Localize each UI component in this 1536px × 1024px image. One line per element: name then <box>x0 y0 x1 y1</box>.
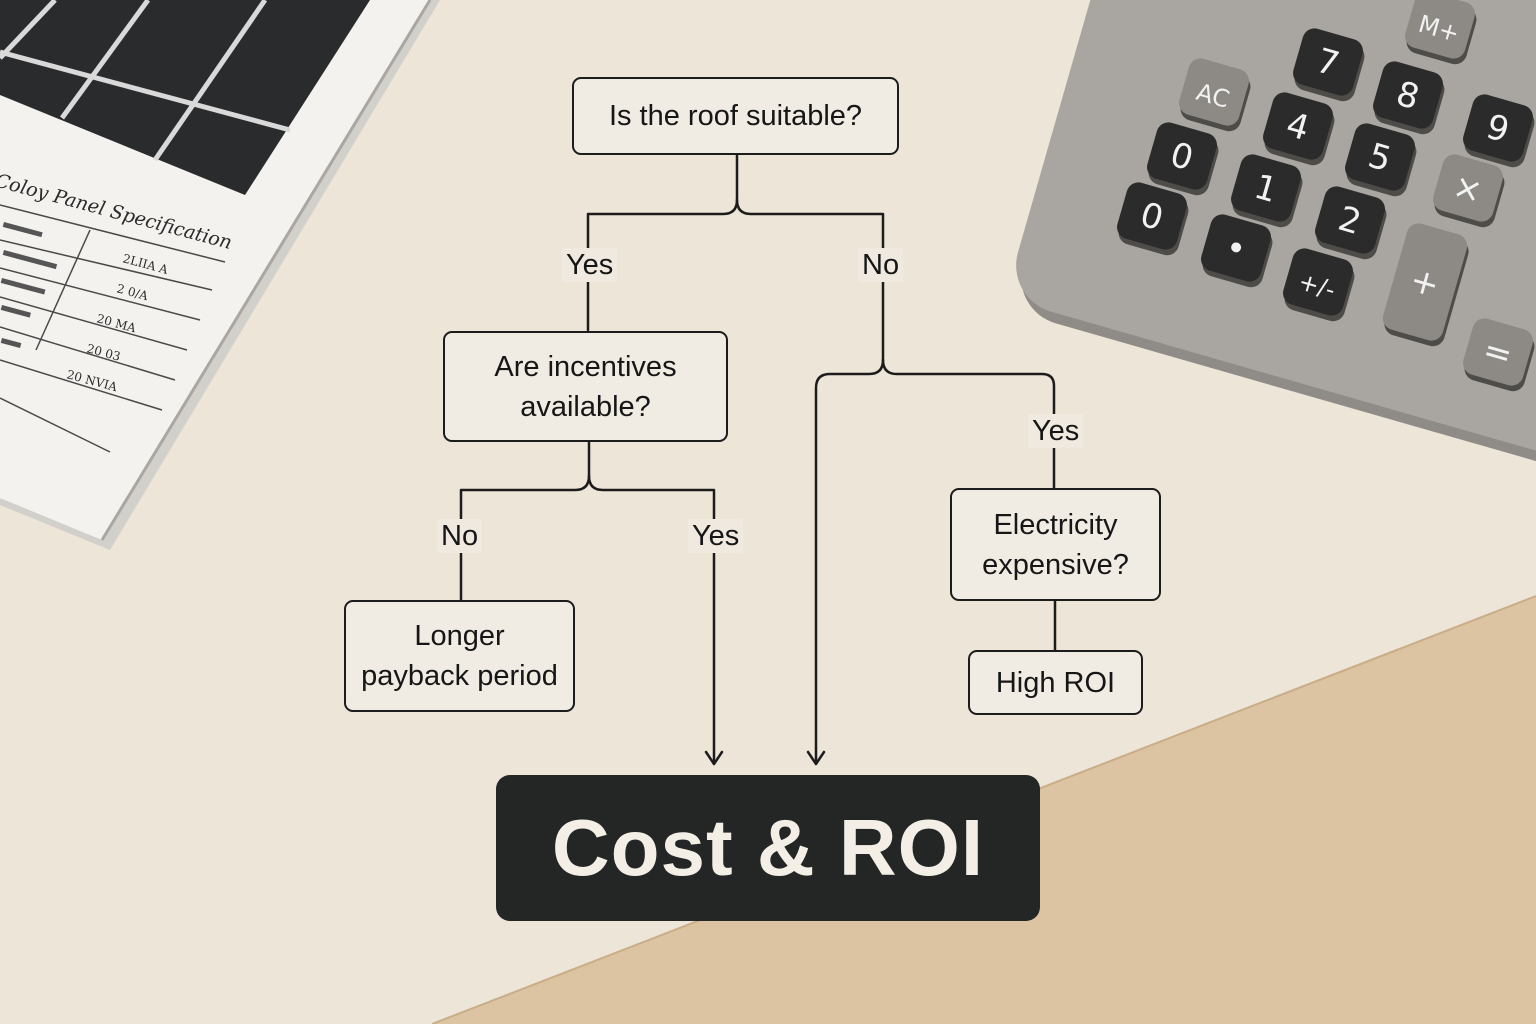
arrowhead <box>704 750 724 766</box>
edge-label-incentives-yes: Yes <box>688 519 744 553</box>
roof-suitable-text: Is the roof suitable? <box>608 100 863 132</box>
connector-no-to-electricity <box>881 358 1056 490</box>
calculator-key: + <box>1382 223 1469 347</box>
incentives-text-line2: available? <box>520 390 651 423</box>
incentives-text-line1: Are incentives <box>494 350 677 383</box>
edge-label-roof-no: No <box>858 248 904 282</box>
high-roi-text: High ROI <box>995 666 1116 699</box>
calculator-key: M+ <box>1405 0 1477 65</box>
calculator-key: 7 <box>1293 28 1365 102</box>
electricity-expensive-node: Electricity expensive? <box>950 488 1161 601</box>
connector-incentives-yes <box>587 474 716 764</box>
electricity-line2: expensive? <box>982 548 1129 581</box>
connector-roof-split <box>586 153 739 332</box>
calculator-key: = <box>1463 318 1535 392</box>
calculator-key: 2 <box>1315 186 1387 260</box>
longer-payback-node: Longer payback period <box>344 600 575 712</box>
calculator-key: 0 <box>1147 122 1219 196</box>
edge-label-electricity-yes: Yes <box>1028 414 1084 448</box>
calculator-key: AC <box>1179 58 1251 132</box>
cost-roi-box: Cost & ROI <box>496 775 1040 921</box>
calculator-key: 0 <box>1117 182 1189 256</box>
longer-payback-line2: payback period <box>361 660 558 692</box>
longer-payback-line1: Longer <box>414 620 505 652</box>
edge-label-roof-yes: Yes <box>562 248 618 282</box>
spec-table <box>0 204 226 453</box>
arrowhead <box>806 750 826 766</box>
high-roi-node: High ROI <box>968 650 1143 715</box>
calculator-key: 9 <box>1463 94 1535 168</box>
calculator-key: × <box>1433 154 1505 228</box>
calculator-key: 4 <box>1263 92 1335 166</box>
edge-label-incentives-no: No <box>437 519 483 553</box>
calculator-key: 1 <box>1231 154 1303 228</box>
connector-roof-no <box>735 198 885 362</box>
roof-suitable-node: Is the roof suitable? <box>572 77 899 155</box>
calculator-key: 8 <box>1373 61 1445 135</box>
flowchart-connectors <box>459 153 1057 766</box>
cost-roi-title: Cost & ROI <box>551 803 985 892</box>
electricity-line1: Electricity <box>993 508 1118 541</box>
solar-panel-spec-sheet: Coloy Panel Specification 2LIIA A 2 0/A … <box>0 0 440 550</box>
calculator-key: 5 <box>1345 123 1417 197</box>
calculator-key: +/- <box>1283 248 1355 322</box>
calculator-key: • <box>1201 214 1273 288</box>
incentives-node: Are incentives available? <box>443 331 728 442</box>
solar-panel <box>0 0 370 195</box>
connector-no-split <box>814 358 885 764</box>
